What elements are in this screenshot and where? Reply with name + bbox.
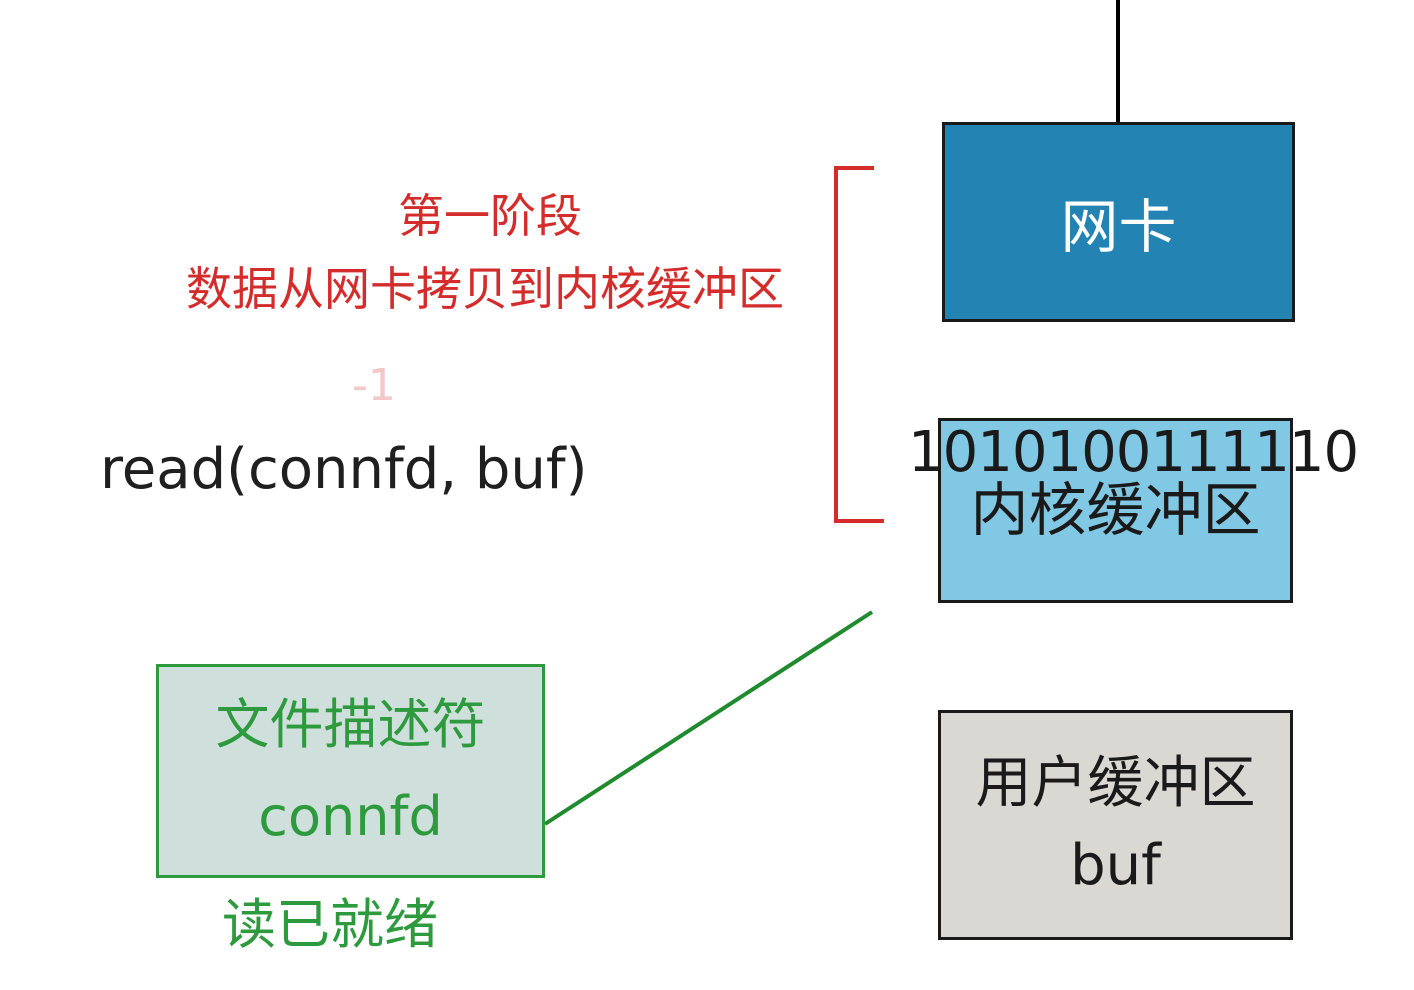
- user-buffer-box: 用户缓冲区 buf: [938, 710, 1293, 940]
- nic-label: 网卡: [1060, 193, 1177, 261]
- stage-title: 第一阶段: [398, 189, 582, 243]
- file-descriptor-label: 文件描述符: [215, 693, 486, 756]
- return-value: -1: [352, 360, 396, 411]
- kernel-buffer-box: 内核缓冲区: [938, 418, 1293, 603]
- read-ready-status: 读已就绪: [222, 893, 438, 956]
- fd-kernel-link-line: [543, 610, 874, 826]
- user-buffer-name: buf: [1070, 833, 1161, 898]
- kernel-buffer-bits: 1010100111110: [908, 420, 1359, 485]
- file-descriptor-name: connfd: [258, 785, 443, 848]
- read-call-label: read(connfd, buf): [100, 437, 588, 502]
- stage-description: 数据从网卡拷贝到内核缓冲区: [186, 262, 784, 316]
- kernel-buffer-label: 内核缓冲区: [970, 476, 1261, 544]
- stage-bracket: [834, 166, 884, 523]
- nic-box: 网卡: [942, 122, 1295, 322]
- file-descriptor-box: 文件描述符 connfd: [156, 664, 545, 878]
- user-buffer-label: 用户缓冲区: [975, 751, 1256, 816]
